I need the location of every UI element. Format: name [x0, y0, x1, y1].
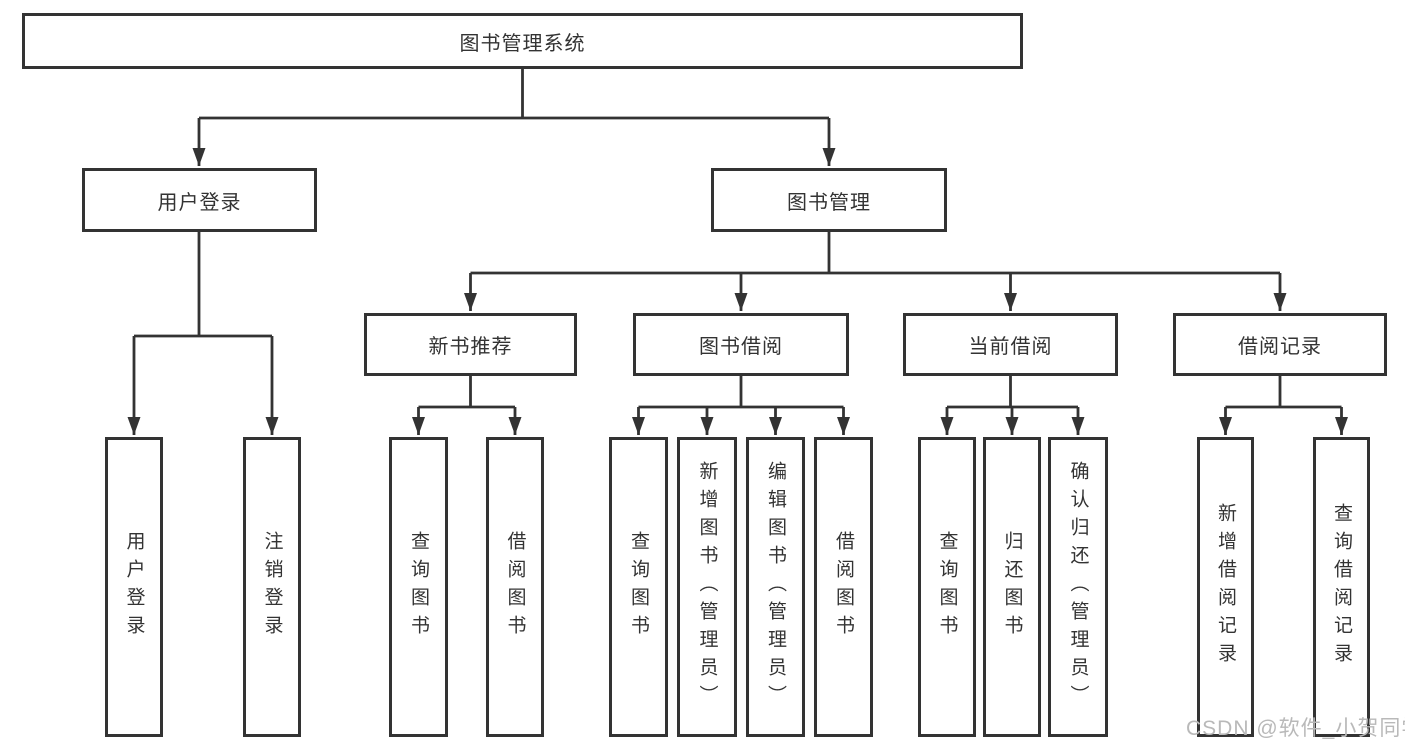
connector-book-management-children [464, 232, 1287, 311]
connector-current-borrowing-children [940, 376, 1085, 435]
node-library-management-system: 图书管理系统 [22, 13, 1023, 69]
watermark: CSDN @软件_小贺同学 [1186, 717, 1405, 740]
leaf-query-books-borrowing: 查询图书 [609, 437, 668, 737]
connector-root-to-level1 [192, 68, 836, 166]
connector-borrow-records-children [1219, 376, 1348, 435]
leaf-confirm-return-admin: 确认归还（管理员） [1048, 437, 1108, 737]
node-current-borrowing: 当前借阅 [903, 313, 1118, 376]
connector-book-borrowing-children [632, 376, 850, 435]
leaf-user-login: 用户登录 [105, 437, 163, 737]
leaf-query-borrow-record: 查询借阅记录 [1313, 437, 1370, 737]
node-user-login: 用户登录 [82, 168, 317, 232]
node-borrowing-records: 借阅记录 [1173, 313, 1387, 376]
connector-new-book-children [412, 376, 522, 435]
leaf-query-books-recommend: 查询图书 [389, 437, 448, 737]
node-book-management: 图书管理 [711, 168, 947, 232]
leaf-edit-books-admin: 编辑图书（管理员） [746, 437, 805, 737]
connector-user-login-children [127, 232, 279, 435]
leaf-borrow-books-recommend: 借阅图书 [486, 437, 544, 737]
leaf-add-borrow-record: 新增借阅记录 [1197, 437, 1254, 737]
node-book-borrowing: 图书借阅 [633, 313, 849, 376]
node-new-book-recommendation: 新书推荐 [364, 313, 577, 376]
leaf-add-books-admin: 新增图书（管理员） [677, 437, 737, 737]
leaf-logout: 注销登录 [243, 437, 301, 737]
leaf-query-books-current: 查询图书 [918, 437, 976, 737]
leaf-return-books: 归还图书 [983, 437, 1041, 737]
leaf-borrow-books: 借阅图书 [814, 437, 873, 737]
